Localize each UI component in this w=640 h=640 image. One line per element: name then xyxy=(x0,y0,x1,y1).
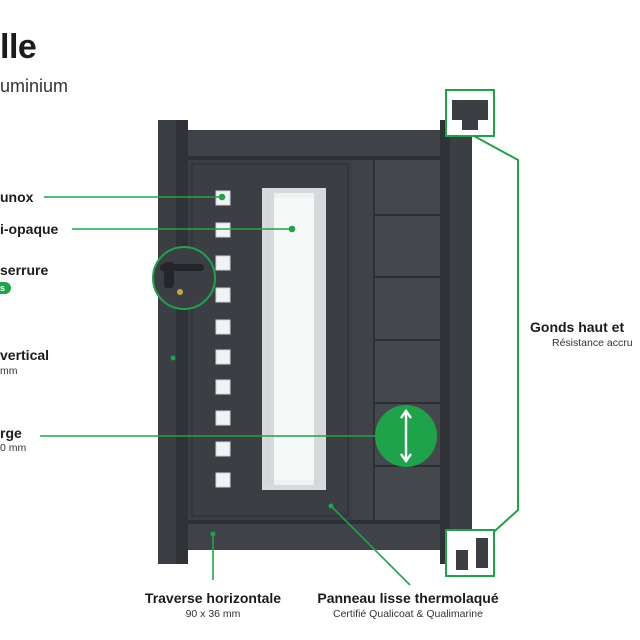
top-hinge-icon xyxy=(445,89,495,137)
sub-horizontal: 90 x 36 mm xyxy=(185,608,241,620)
label-panel: Panneau lisse thermolaqué xyxy=(317,590,499,606)
page-title: lle xyxy=(0,28,37,66)
lock-badge: s xyxy=(0,282,12,294)
sub-panel: Certifié Qualicoat & Qualimarine xyxy=(333,608,483,620)
label-width: rge xyxy=(0,425,22,441)
top-rail xyxy=(188,130,440,160)
bottom-rail xyxy=(188,520,440,550)
sub-hinges: Résistance accru xyxy=(552,337,633,349)
page-subtitle: uminium xyxy=(0,76,69,96)
vertical-double-arrow-icon xyxy=(375,405,437,467)
label-glass: i-opaque xyxy=(0,221,59,237)
sub-vertical: mm xyxy=(0,365,18,377)
label-lock: serrure xyxy=(0,262,49,278)
bottom-hinge-icon xyxy=(445,529,495,577)
label-vertical: vertical xyxy=(0,347,50,363)
label-inox: unox xyxy=(0,189,34,205)
door-handle-icon xyxy=(152,246,216,310)
label-hinges: Gonds haut et xyxy=(530,319,625,335)
label-horizontal: Traverse horizontale xyxy=(144,590,282,606)
sub-width: 0 mm xyxy=(0,442,27,454)
